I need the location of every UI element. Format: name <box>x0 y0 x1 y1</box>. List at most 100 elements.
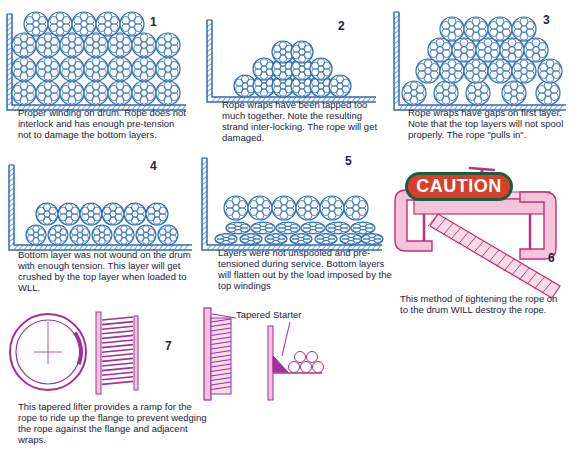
rope-core <box>105 21 111 27</box>
rope-core <box>21 90 27 96</box>
rope-strand <box>334 222 342 226</box>
rope-strand <box>92 72 100 80</box>
rope-section <box>124 203 146 225</box>
hatch-line <box>7 77 12 81</box>
hatch-line <box>367 97 371 102</box>
rope-core <box>233 205 239 211</box>
hatch-line <box>394 20 399 24</box>
rope-outline <box>434 81 458 105</box>
rope-outline <box>36 81 60 105</box>
rope-outline <box>440 17 464 41</box>
rope-strand <box>140 96 148 104</box>
rope-strand <box>92 48 100 56</box>
rope-section <box>301 222 325 234</box>
hatch-line <box>372 245 376 250</box>
rope-strand <box>472 32 480 40</box>
rope-wrap <box>102 368 133 371</box>
rope-outline <box>120 12 144 36</box>
rope-outline <box>329 75 351 97</box>
hatch-line <box>202 196 207 200</box>
rope-strand <box>328 197 336 205</box>
rope-core <box>45 90 51 96</box>
hatch-line <box>207 48 212 52</box>
rope-strand <box>496 74 504 82</box>
rope-strand <box>532 39 540 47</box>
rope-wrap <box>102 317 133 320</box>
rope-outline <box>466 81 490 105</box>
rope-wrap <box>211 369 231 372</box>
rope-outline <box>251 222 275 234</box>
rope-strand <box>241 89 248 96</box>
rope-section <box>272 196 296 220</box>
rope-outline <box>36 57 60 81</box>
rope-strand <box>32 27 40 35</box>
rope-core <box>165 66 171 72</box>
hatch-line <box>7 67 12 71</box>
rope-strand <box>140 48 148 56</box>
hatch-line <box>14 245 18 250</box>
rope-core <box>143 232 148 237</box>
rope-strand <box>232 211 240 219</box>
rope-outline <box>351 222 375 234</box>
rope-outline <box>12 57 36 81</box>
tapered-starter <box>273 356 288 372</box>
rope-wrap <box>102 358 133 361</box>
rope-outline <box>92 225 112 245</box>
rope-core <box>521 26 527 32</box>
hatch-line <box>202 176 207 180</box>
rope-wraps <box>211 318 231 394</box>
rope-strand <box>68 96 76 104</box>
rope-strand <box>20 34 28 42</box>
drum-flange-line <box>202 158 382 250</box>
rope-lay-line <box>504 259 514 271</box>
rope-core <box>509 47 515 53</box>
callout-number: 2 <box>338 20 358 34</box>
rope-core <box>57 21 63 27</box>
rope-strand <box>164 96 172 104</box>
rope-core <box>547 68 553 74</box>
rope-section <box>402 81 426 105</box>
rope-section <box>440 59 464 83</box>
rope-strand <box>164 58 172 66</box>
rope-strand <box>436 53 444 61</box>
rope-strand <box>520 18 528 26</box>
rope-outline <box>340 234 362 245</box>
rope-core <box>21 42 27 48</box>
rope-core <box>69 42 75 48</box>
hatch-line <box>202 226 207 230</box>
rope-outline <box>464 59 488 83</box>
rope-strand <box>544 96 552 104</box>
rope-core <box>449 68 455 74</box>
rope-strand <box>164 34 172 42</box>
rope-outline <box>344 196 368 220</box>
rope-outline <box>500 38 524 62</box>
rope-strand <box>279 42 286 49</box>
rope-core <box>437 47 443 53</box>
rope-section <box>251 222 275 234</box>
rope-strand <box>280 197 288 205</box>
rope-core <box>533 47 539 53</box>
hatch-line <box>7 102 12 106</box>
panel-gaps-first-layer <box>394 12 566 110</box>
rope-strand <box>460 39 468 47</box>
rope-strand <box>234 230 242 234</box>
hatch-line <box>7 57 12 61</box>
rope-outline <box>60 81 84 105</box>
rope-strand <box>68 82 76 90</box>
rope-wrap <box>102 349 133 352</box>
rope-strand <box>474 96 482 104</box>
rope-core <box>298 238 304 241</box>
rope-strand <box>153 204 160 211</box>
leader-line <box>282 322 290 356</box>
rope-outline <box>502 81 526 105</box>
rope-core <box>261 83 267 89</box>
drum-flange-line <box>7 13 12 14</box>
rope-section <box>500 38 524 62</box>
hatch-line <box>9 193 14 197</box>
hatch-line <box>207 93 212 97</box>
hatch-line <box>7 97 12 101</box>
rope-section <box>476 38 500 62</box>
rope-strand <box>44 96 52 104</box>
rope-strand <box>448 74 456 82</box>
rope-core <box>88 211 94 217</box>
